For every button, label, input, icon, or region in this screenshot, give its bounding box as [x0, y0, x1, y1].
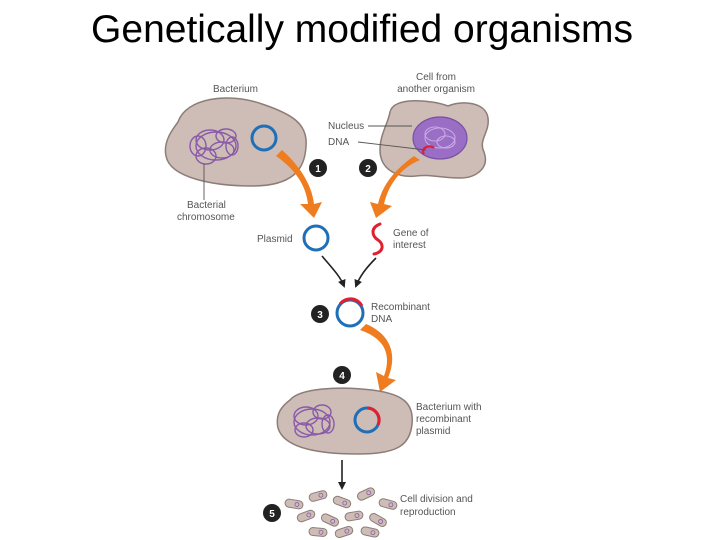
slide-title: Genetically modified organisms — [91, 8, 633, 51]
daughter-cell — [308, 490, 328, 502]
step-1-number: 1 — [315, 164, 321, 175]
daughter-cell — [296, 509, 316, 523]
label-plasmid: Plasmid — [257, 234, 293, 245]
dna-leader — [357, 141, 427, 151]
label-bwrp-line2: recombinant — [416, 414, 471, 425]
label-recombinant-line1: Recombinant — [371, 302, 430, 313]
donor-gene-segment — [422, 145, 435, 155]
daughter-cell — [360, 526, 380, 538]
gene-of-interest — [371, 222, 384, 256]
daughter-cell — [369, 513, 387, 527]
step-5-number: 5 — [269, 509, 275, 520]
label-recombinant-line2: DNA — [371, 314, 392, 325]
label-bwrp-line1: Bacterium with — [416, 402, 482, 413]
bacterium-plasmid — [250, 124, 278, 152]
step-3-number: 3 — [317, 310, 323, 321]
recombinant-bacterium-chromosome — [293, 404, 335, 438]
recombinant-bacterium-cell — [276, 387, 413, 455]
arrow-step-1 — [276, 150, 322, 218]
step-5-badge — [263, 504, 281, 522]
step-1-badge — [309, 159, 327, 177]
daughter-cell — [334, 525, 354, 539]
daughter-cells — [284, 487, 398, 539]
daughter-cell — [344, 510, 364, 522]
recombinant-dna-red — [338, 297, 364, 307]
daughter-cell — [356, 487, 376, 501]
nucleus-dna — [424, 126, 456, 149]
step-2-badge — [359, 159, 377, 177]
label-gene-line1: Gene of — [393, 228, 429, 239]
plasmid-to-recombinant-arrow — [321, 255, 346, 288]
step-4-number: 4 — [339, 371, 345, 382]
label-cell-line2: another organism — [397, 84, 475, 95]
label-bacterial-chromosome-2: chromosome — [177, 212, 235, 223]
step-3-badge — [311, 305, 329, 323]
label-cell-line1: Cell from — [416, 72, 456, 83]
daughter-cell — [332, 495, 352, 509]
gene-to-recombinant-arrow — [354, 257, 377, 288]
arrow-step-2 — [370, 156, 420, 218]
label-cell-division-line1: Cell division and — [400, 494, 473, 505]
label-gene-line2: interest — [393, 240, 426, 251]
label-dna: DNA — [328, 137, 349, 148]
isolated-plasmid — [302, 224, 330, 252]
label-bwrp-line3: plasmid — [416, 426, 450, 437]
daughter-cell — [320, 513, 340, 527]
label-bacterium: Bacterium — [213, 84, 258, 95]
daughter-cell — [284, 498, 304, 510]
label-nucleus: Nucleus — [328, 121, 364, 132]
bacterial-chromosome — [189, 128, 239, 165]
recombinant-plasmid-red — [366, 406, 381, 426]
label-bacterial-chromosome-1: Bacterial — [187, 200, 226, 211]
label-cell-division-line2: reproduction — [400, 507, 456, 518]
step-4-badge — [333, 366, 351, 384]
daughter-cell — [308, 527, 328, 537]
step-2-number: 2 — [365, 164, 371, 175]
arrow-step-4 — [360, 324, 396, 392]
daughter-cell — [378, 498, 398, 510]
